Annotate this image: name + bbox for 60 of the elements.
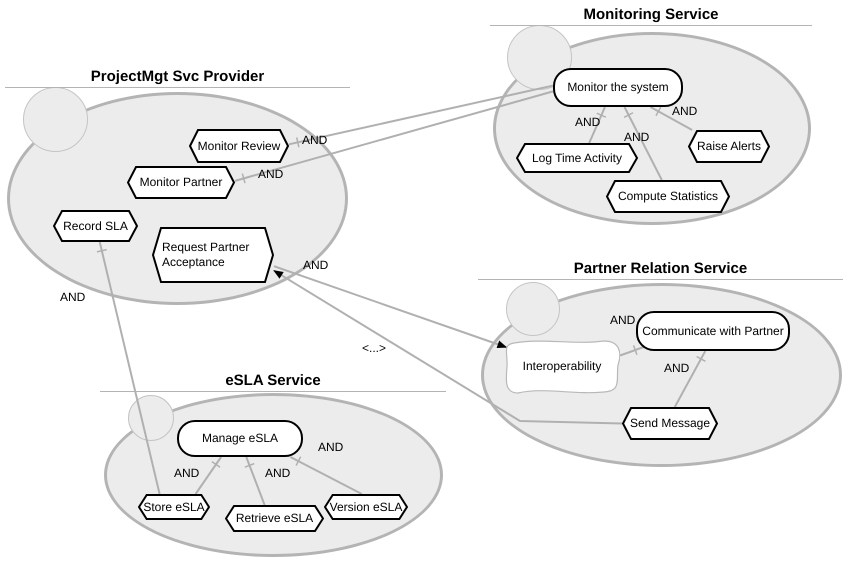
task-hexagon <box>606 180 730 213</box>
connector <box>623 106 663 180</box>
edge-label: AND <box>624 130 650 144</box>
task-hexagon <box>688 130 770 163</box>
actor-name: ProjectMgt Svc Provider <box>5 68 350 88</box>
node-label: Interoperability <box>522 359 602 374</box>
connector <box>288 84 554 148</box>
edge-label: AND <box>664 361 690 375</box>
task-hexagon <box>53 210 138 242</box>
node-label: Raise Alerts <box>696 139 762 154</box>
actor-name: Partner Relation Service <box>478 260 843 280</box>
connector <box>194 456 222 495</box>
connector <box>620 344 644 356</box>
node-label: Communicate with Partner <box>641 324 785 338</box>
connector <box>274 265 508 348</box>
actor-name: Monitoring Service <box>490 6 812 26</box>
node-label: Retrieve eSLA <box>234 511 314 526</box>
node-label: Monitor Review <box>196 138 282 154</box>
task-hexagon <box>622 407 718 440</box>
task-hexagon <box>152 227 274 283</box>
task-hexagon <box>516 143 638 173</box>
edge-label: AND <box>610 313 636 327</box>
connector <box>96 242 161 494</box>
connector <box>273 270 622 424</box>
edge-label: AND <box>265 466 290 480</box>
goal-box <box>636 311 790 351</box>
edge-label: AND <box>575 115 600 129</box>
node-label: Manage eSLA <box>200 431 280 446</box>
task-hexagon <box>324 494 408 520</box>
node-label: Record SLA <box>62 218 129 234</box>
edge-label: AND <box>302 133 328 147</box>
node-label: Monitor the system <box>566 80 670 95</box>
goal-box <box>553 68 683 107</box>
softgoal-cloud <box>504 339 620 394</box>
task-hexagon <box>225 505 324 532</box>
goal-box <box>177 420 303 457</box>
node-label: Send Message <box>628 416 712 431</box>
connector <box>290 456 362 495</box>
task-hexagon <box>127 166 235 199</box>
node-label: Version eSLA <box>328 500 404 514</box>
node-label: Store eSLA <box>142 500 206 514</box>
node-label: Compute Statistics <box>616 189 720 204</box>
edge-label: AND <box>672 104 698 118</box>
edge-label: AND <box>60 290 86 304</box>
connector <box>650 106 693 131</box>
task-hexagon <box>138 494 210 520</box>
node-label: Monitor Partner <box>138 175 224 190</box>
edge-label: AND <box>174 466 200 480</box>
ellipsis-note: <...> <box>362 341 386 355</box>
connector <box>234 90 554 184</box>
edge-label: AND <box>318 440 344 454</box>
connector <box>674 350 706 408</box>
connector <box>588 106 607 144</box>
task-hexagon <box>189 129 289 163</box>
node-label: Request Partner Acceptance <box>161 240 250 270</box>
node-label: Log Time Activity <box>530 150 624 166</box>
edge-label: AND <box>303 258 328 272</box>
actor-name: eSLA Service <box>100 372 446 392</box>
edge-label: AND <box>258 167 284 181</box>
connector <box>244 456 266 506</box>
